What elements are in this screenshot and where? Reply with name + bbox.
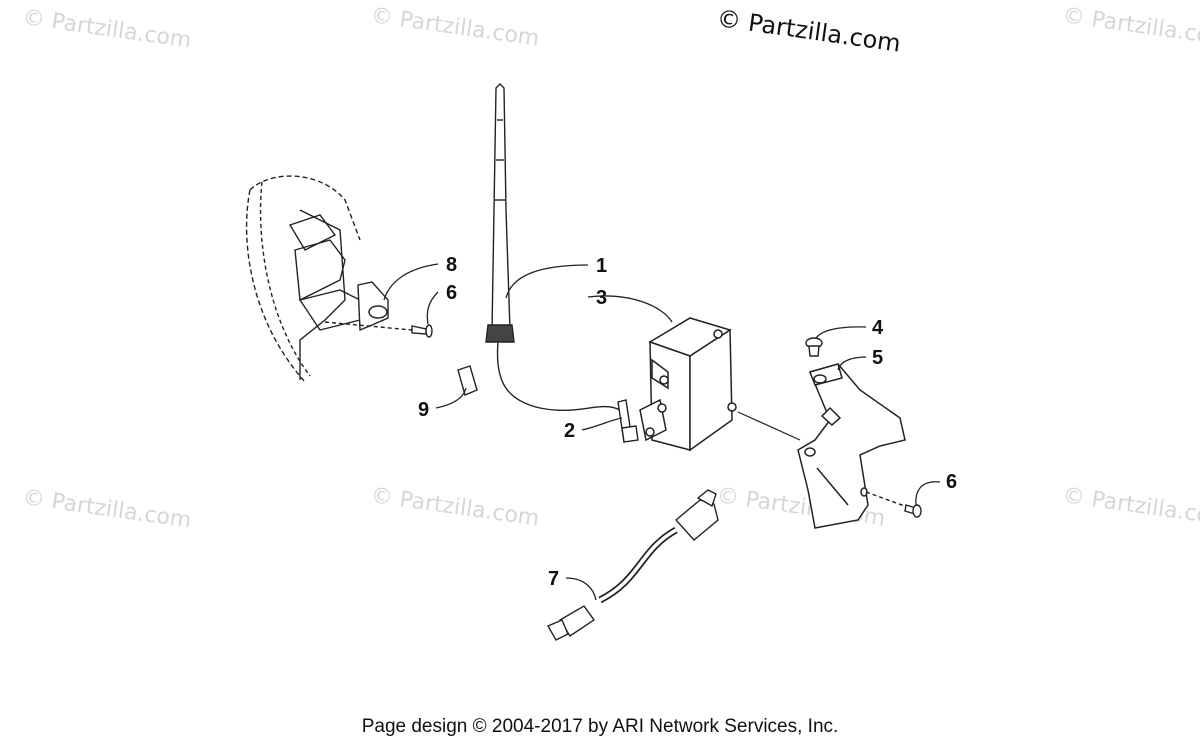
watermark-faint: © Partzilla.com — [1061, 483, 1200, 531]
harness-part7 — [547, 489, 719, 641]
watermark-main: © Partzilla.com — [715, 4, 902, 58]
footer-copyright: Page design © 2004-2017 by ARI Network S… — [361, 716, 839, 737]
connector-part2 — [617, 399, 639, 443]
headlight-housing — [245, 175, 361, 383]
screw-part6-right — [865, 491, 922, 518]
callout-3: 3 — [596, 287, 607, 309]
screw-part6-left — [324, 321, 433, 338]
watermark-faint: © Partzilla.com — [21, 5, 193, 53]
watermark-faint: © Partzilla.com — [369, 3, 541, 51]
callout-1: 1 — [596, 255, 607, 277]
callout-labels: 1 2 3 4 5 6 6 7 8 9 — [418, 254, 957, 590]
watermark-faint: © Partzilla.com — [1061, 3, 1200, 51]
callout-2: 2 — [564, 420, 575, 442]
control-module-part3 — [639, 317, 737, 452]
callout-7: 7 — [548, 568, 559, 590]
watermark-faint: © Partzilla.com — [21, 485, 193, 533]
clip-part9 — [457, 365, 478, 396]
callout-9: 9 — [418, 399, 429, 421]
callout-8: 8 — [446, 254, 457, 276]
watermark-faint: © Partzilla.com — [369, 483, 541, 531]
mount-bracket-part8 — [357, 281, 389, 332]
callout-leaders — [383, 263, 941, 601]
callout-6-left: 6 — [446, 282, 457, 304]
alignment-line — [737, 411, 801, 441]
callout-4: 4 — [872, 317, 884, 339]
screw-part4 — [805, 337, 823, 357]
antenna-part1 — [485, 83, 621, 412]
callout-6-right: 6 — [946, 471, 957, 493]
callout-5: 5 — [872, 347, 883, 369]
mount-bracket-part5 — [797, 363, 906, 529]
faint-watermarks: © Partzilla.com © Partzilla.com © Partzi… — [21, 3, 1200, 533]
